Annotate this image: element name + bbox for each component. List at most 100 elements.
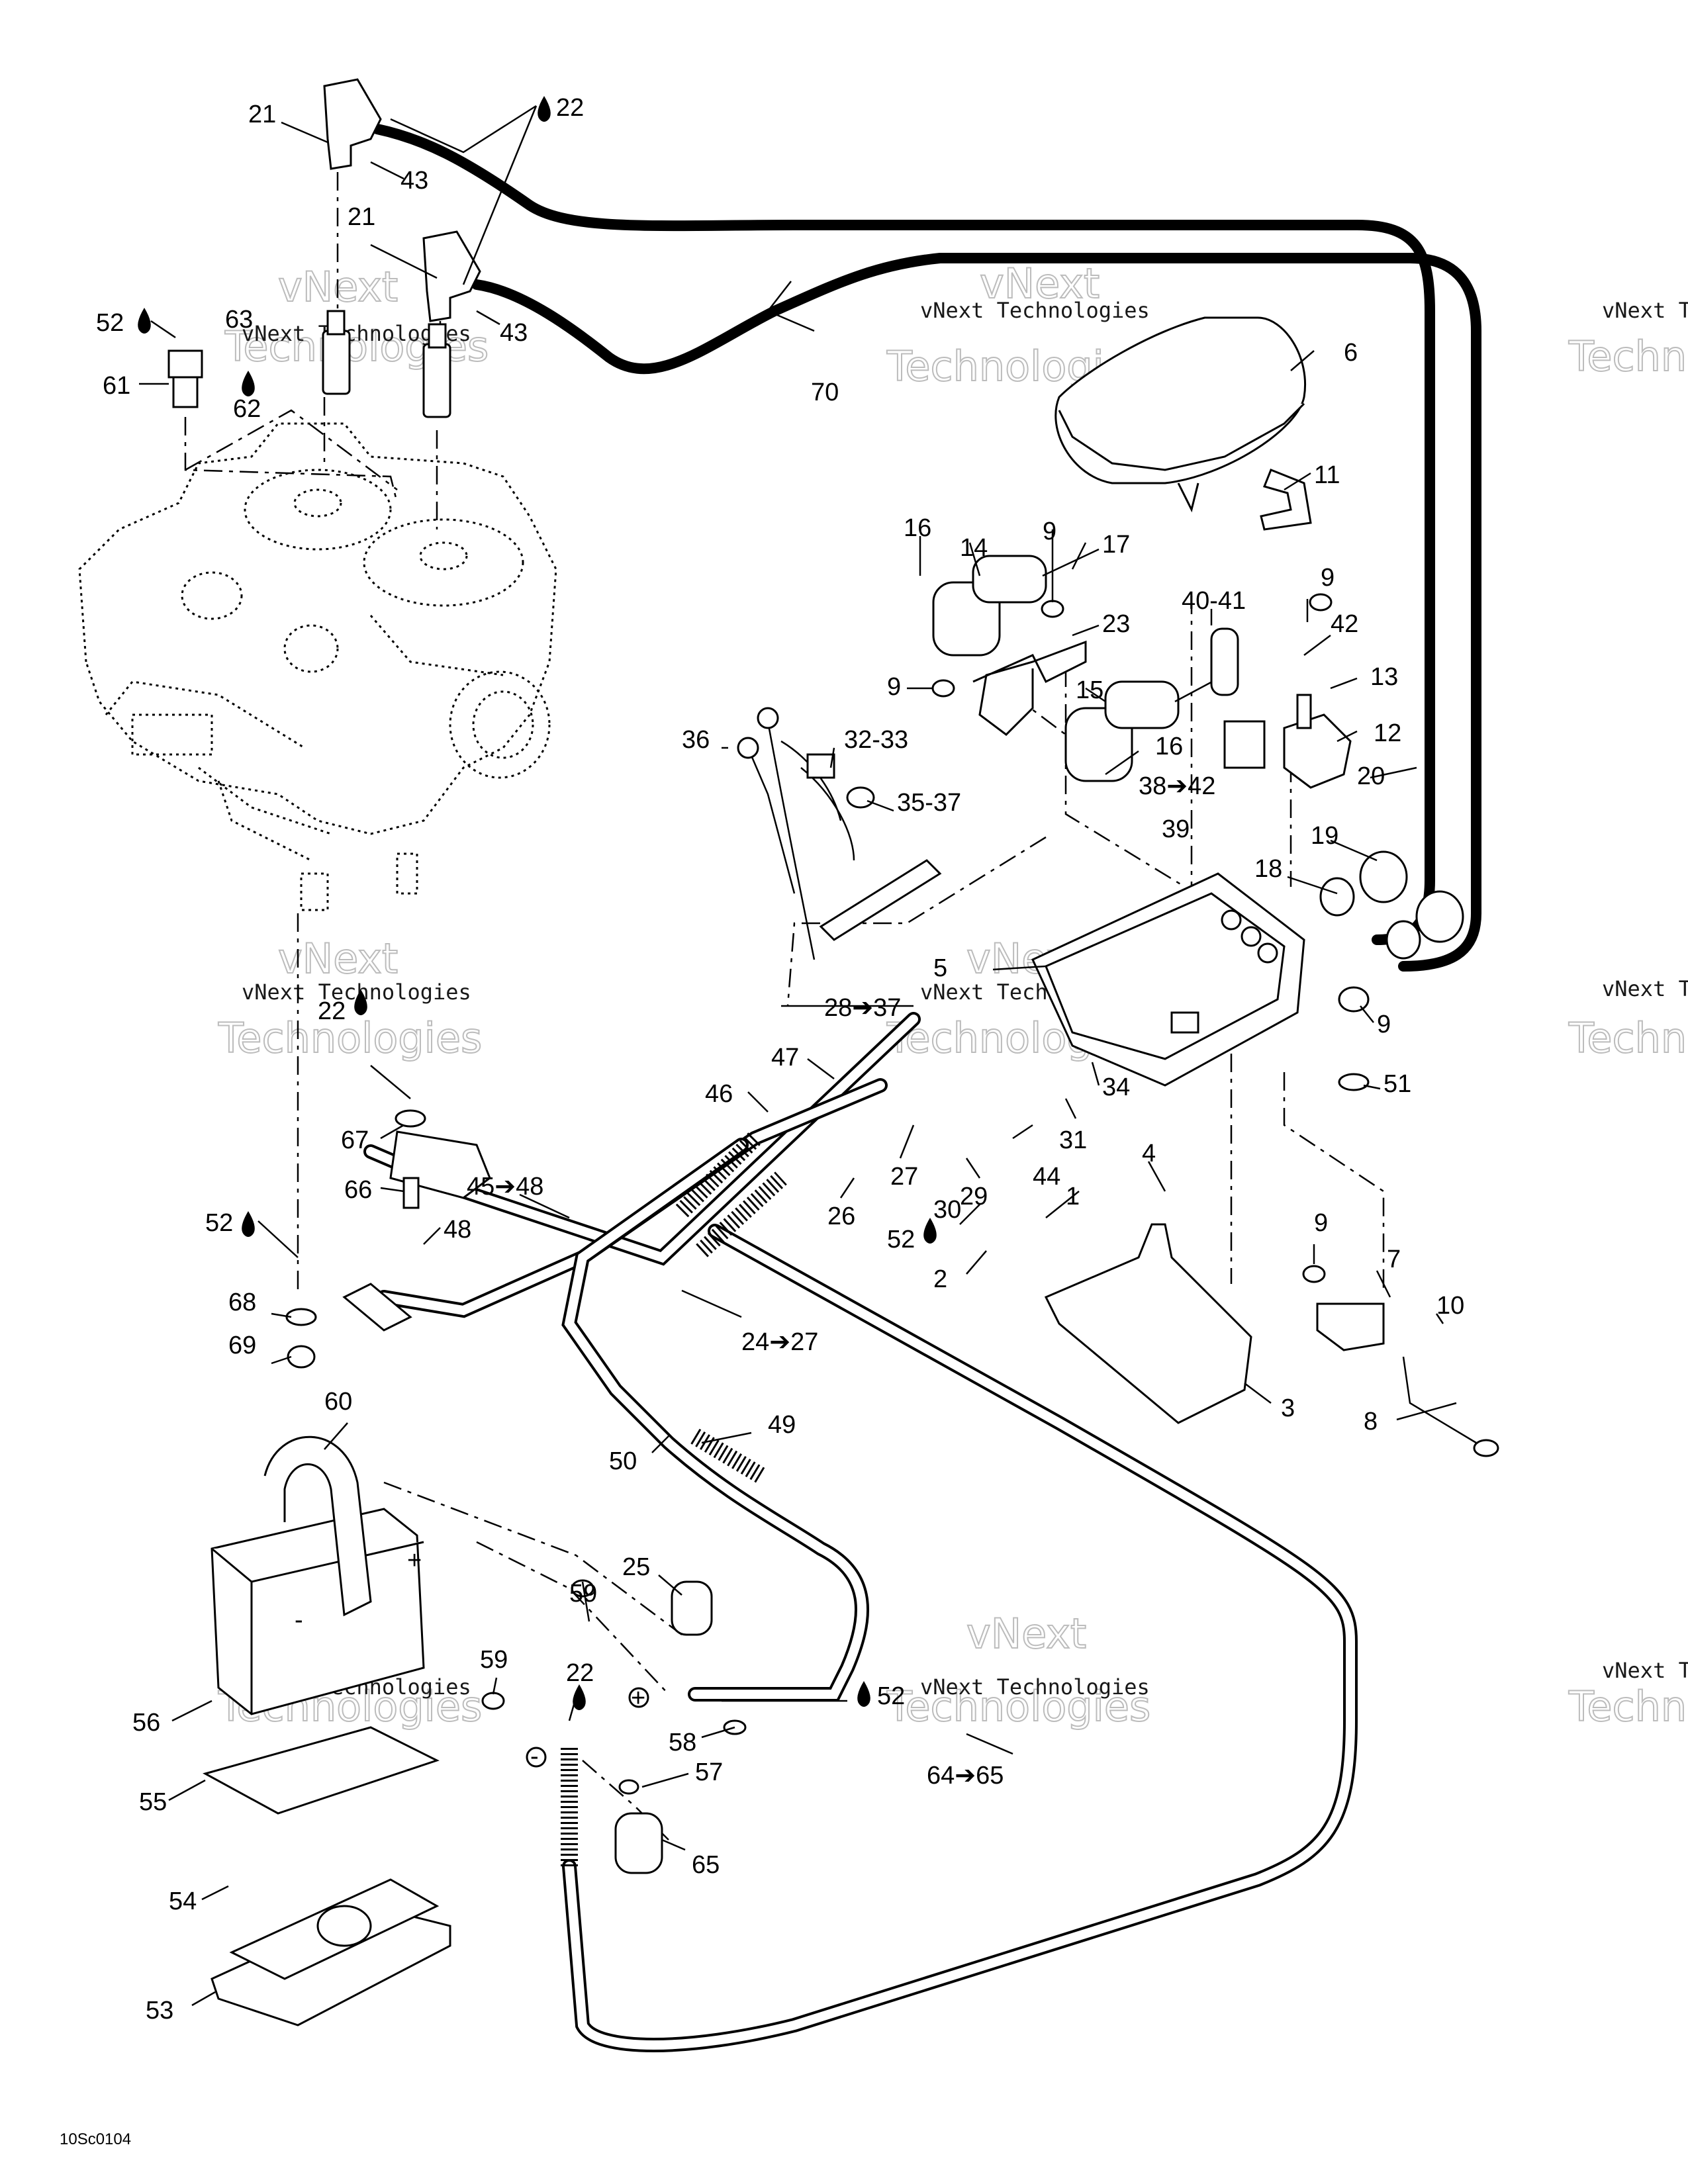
electrical-box (1031, 872, 1305, 1087)
label-13: 13 (1370, 663, 1398, 691)
spark-plug-cap-upper (323, 78, 481, 322)
ground-wire (1402, 1356, 1499, 1457)
positive-terminal-symbol: + (407, 1547, 422, 1574)
label-50: 50 (609, 1447, 637, 1475)
label-59-b: 59 (480, 1646, 508, 1674)
watermark-technologies: Technologies (1568, 1682, 1688, 1731)
leader-lines (139, 105, 1457, 2007)
lubricant-drop-icon (573, 1684, 586, 1710)
label-9-c: 9 (1321, 564, 1335, 592)
grommets (1319, 850, 1464, 960)
watermark-vnext: vNext (966, 1610, 1086, 1658)
watermark-text: vNext Technologies (1602, 1658, 1688, 1683)
label-59-a: 59 (569, 1580, 597, 1608)
terminal-cap-positive (671, 1580, 713, 1636)
label-36: 36 (682, 726, 710, 754)
part-labels: 21 22 43 21 43 52 63 61 62 70 6 11 16 14… (96, 94, 1464, 2025)
lubricant-drop-icon (354, 989, 367, 1015)
diagram-code: 10Sc0104 (60, 2130, 131, 2148)
lubricant-drop-icons (138, 96, 937, 1710)
negative-terminal-symbol: - (295, 1606, 303, 1634)
label-56: 56 (132, 1709, 160, 1737)
label-17: 17 (1102, 531, 1130, 559)
label-21-upper: 21 (248, 101, 276, 128)
label-68: 68 (228, 1289, 256, 1316)
label-47: 47 (771, 1044, 799, 1071)
battery-cables (342, 1012, 1358, 2052)
watermark-technologies: Technologies (886, 1682, 1150, 1731)
label-9-b: 9 (887, 673, 901, 701)
label-28-37: 28➔37 (824, 994, 901, 1022)
label-9-d: 9 (1377, 1011, 1391, 1038)
relay (1283, 694, 1352, 789)
label-23: 23 (1102, 610, 1130, 638)
ignition-coils (932, 548, 1225, 782)
label-8: 8 (1364, 1408, 1378, 1435)
label-52-d: 52 (877, 1682, 905, 1710)
wire-harness (737, 707, 942, 960)
label-14: 14 (960, 534, 988, 562)
label-38-42: 38➔42 (1139, 772, 1215, 800)
label-57: 57 (695, 1758, 723, 1786)
negative-circle-symbol: - (530, 1743, 539, 1770)
label-18: 18 (1254, 855, 1282, 883)
label-24-27: 24➔27 (741, 1328, 818, 1356)
label-53: 53 (146, 1997, 173, 2025)
label-16-b: 16 (1155, 733, 1183, 760)
label-10: 10 (1436, 1292, 1464, 1320)
label-51: 51 (1383, 1070, 1411, 1098)
label-64-65: 64➔65 (927, 1762, 1004, 1790)
watermark-vnext: vNext (278, 934, 398, 983)
battery-pad (203, 1726, 440, 1815)
watermark-vnext: vNext (278, 263, 398, 311)
label-35-37: 35-37 (897, 789, 961, 817)
label-6: 6 (1344, 339, 1358, 367)
bracket-7 (1316, 1302, 1385, 1351)
watermark-text: vNext Technologies (920, 298, 1150, 323)
label-21-lower: 21 (348, 203, 375, 231)
label-9-e: 9 (1314, 1209, 1328, 1237)
label-31: 31 (1059, 1126, 1087, 1154)
label-1: 1 (1066, 1183, 1080, 1210)
label-19: 19 (1311, 822, 1338, 850)
fuse-block (1223, 720, 1266, 769)
label-2: 2 (933, 1265, 947, 1293)
label-48: 48 (444, 1216, 471, 1244)
engine-drawing (78, 422, 557, 911)
label-45-48: 45➔48 (467, 1173, 543, 1201)
label-63: 63 (225, 306, 253, 334)
label-39: 39 (1162, 815, 1190, 843)
label-29: 29 (960, 1183, 988, 1210)
label-3: 3 (1281, 1394, 1295, 1422)
lubricant-drop-icon (242, 1211, 255, 1237)
label-26: 26 (827, 1203, 855, 1230)
watermark-technologies: Technologies (1568, 1014, 1688, 1062)
lubricant-drop-icon (538, 96, 551, 122)
watermark-vnext: vNext (980, 259, 1100, 308)
battery-tray (211, 1878, 451, 2026)
label-70: 70 (811, 379, 839, 406)
label-66: 66 (344, 1176, 372, 1204)
label-22-upper: 22 (556, 94, 584, 122)
label-67: 67 (341, 1126, 369, 1154)
bracket-23 (972, 640, 1087, 736)
label-52-a: 52 (96, 309, 124, 337)
label-54: 54 (169, 1888, 197, 1915)
battery (211, 1435, 425, 1715)
label-9-a: 9 (1043, 518, 1056, 545)
label-11: 11 (1314, 461, 1340, 489)
label-46: 46 (705, 1080, 733, 1108)
label-65: 65 (692, 1851, 720, 1879)
label-34: 34 (1102, 1073, 1130, 1101)
watermark-text: vNext Technologies (1602, 976, 1688, 1001)
lubricant-drop-icon (138, 308, 151, 334)
label-52-c: 52 (887, 1226, 915, 1253)
label-20: 20 (1357, 762, 1385, 790)
label-43-upper: 43 (400, 167, 428, 195)
label-27: 27 (890, 1163, 918, 1191)
cover (1055, 316, 1306, 513)
spark-plugs (322, 310, 451, 418)
label-25: 25 (622, 1553, 650, 1581)
watermark-text: vNext Technologies (1602, 298, 1688, 323)
